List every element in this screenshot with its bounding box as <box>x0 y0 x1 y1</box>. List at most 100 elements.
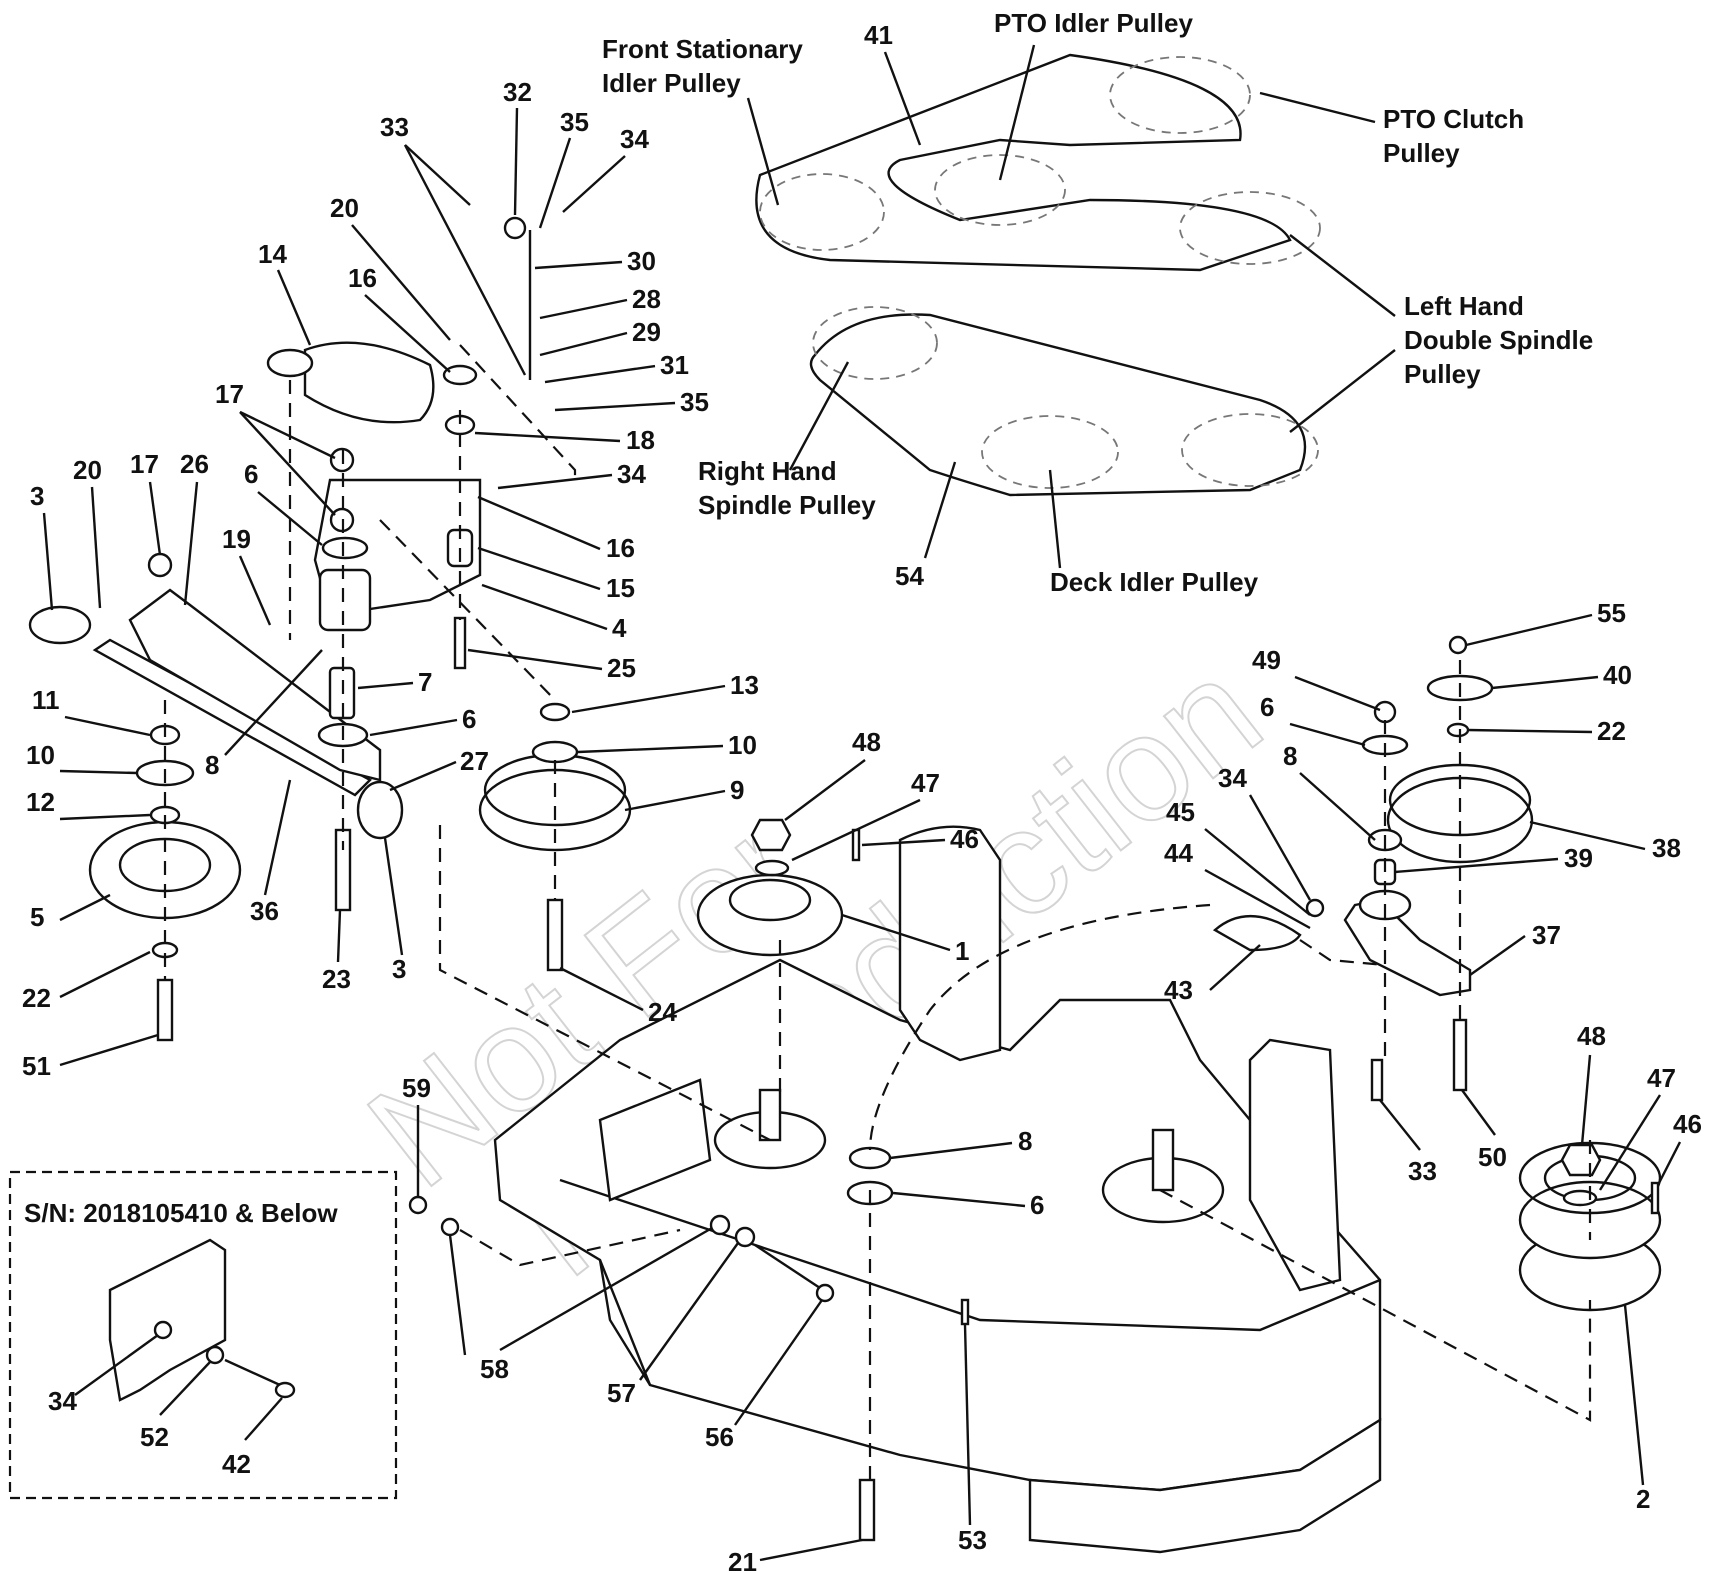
flange-bearing-left <box>28 605 92 645</box>
alignment-lines <box>163 344 1592 1480</box>
spindle-shaft-right <box>758 1088 782 1142</box>
callout-2: 2 <box>1636 1484 1650 1514</box>
key-46 <box>851 828 861 862</box>
belt-labels: Front Stationary Idler Pulley PTO Idler … <box>602 8 1593 597</box>
callout-14: 14 <box>258 239 287 269</box>
callout-49: 49 <box>1252 645 1281 675</box>
inset-nut-34 <box>153 1320 173 1340</box>
eye-bolt-56 <box>754 1243 821 1290</box>
pto-belt-diagram <box>755 53 1321 272</box>
flange-bearing-right <box>356 780 404 840</box>
callout-7: 7 <box>418 667 432 697</box>
label-deck-idler: Deck Idler Pulley <box>1050 567 1259 597</box>
washer-58b <box>709 1214 731 1236</box>
callout-35b: 35 <box>680 387 709 417</box>
washer-22b <box>1446 722 1470 738</box>
left-hand-double-spindle-pulley-lower <box>1181 413 1319 487</box>
bolt-24 <box>546 898 564 972</box>
callout-26: 26 <box>180 449 209 479</box>
callout-51: 51 <box>22 1051 51 1081</box>
callout-56: 56 <box>705 1422 734 1452</box>
rod-end <box>503 216 527 240</box>
callout-8c: 8 <box>1018 1126 1032 1156</box>
bushing-8c <box>848 1146 892 1170</box>
callout-3b: 3 <box>392 954 406 984</box>
callout-34: 34 <box>620 124 649 154</box>
leader-lines <box>42 51 1682 1562</box>
callout-50: 50 <box>1478 1142 1507 1172</box>
idler-arm-assembly <box>28 216 632 1042</box>
callout-17: 17 <box>215 379 244 409</box>
callout-12: 12 <box>26 787 55 817</box>
deck-side-baffle <box>1248 1038 1342 1292</box>
lock-nut-17c <box>147 552 173 578</box>
inset-eye-bolt-42 <box>224 1358 281 1387</box>
inset-callout-42: 42 <box>222 1449 251 1479</box>
callout-28: 28 <box>632 284 661 314</box>
spindle-shaft-left <box>1151 1128 1175 1192</box>
callout-34c: 34 <box>1218 763 1247 793</box>
bolt-21 <box>858 1478 876 1542</box>
callout-55: 55 <box>1597 598 1626 628</box>
pto-clutch-pulley <box>1109 56 1251 134</box>
callout-29: 29 <box>632 317 661 347</box>
washer-47b <box>1562 1189 1598 1207</box>
callout-44: 44 <box>1164 838 1193 868</box>
inset-callout-52: 52 <box>140 1422 169 1452</box>
callout-22b: 22 <box>1597 716 1626 746</box>
callout-47: 47 <box>911 768 940 798</box>
bolt-25 <box>453 616 467 670</box>
callout-54: 54 <box>895 561 924 591</box>
nut-57 <box>734 1226 756 1248</box>
callout-34b: 34 <box>617 459 646 489</box>
label-front-stationary-idler-2: Idler Pulley <box>602 68 741 98</box>
callout-11: 11 <box>32 685 60 715</box>
nut-48 <box>750 818 792 852</box>
washer-6 <box>321 536 369 560</box>
callout-59: 59 <box>402 1073 431 1103</box>
callout-18: 18 <box>626 425 655 455</box>
callout-33: 33 <box>380 112 409 142</box>
callout-8: 8 <box>205 750 219 780</box>
callout-53: 53 <box>958 1525 987 1555</box>
callout-17b: 17 <box>130 449 159 479</box>
label-front-stationary-idler-1: Front Stationary <box>602 34 803 64</box>
callout-25: 25 <box>607 653 636 683</box>
washer-16 <box>442 364 478 386</box>
idler-arm-37 <box>1343 898 1472 997</box>
callout-1: 1 <box>955 936 969 966</box>
label-rh-spindle-2: Spindle Pulley <box>698 490 876 520</box>
spindle-pulley-1-group <box>696 818 861 957</box>
center-fasteners <box>408 1146 970 1542</box>
deck-idler-pulley <box>981 415 1119 489</box>
callout-6d: 6 <box>1030 1190 1044 1220</box>
callout-57: 57 <box>607 1378 636 1408</box>
deck-baffle <box>898 825 1002 1062</box>
callout-46: 46 <box>950 824 979 854</box>
callout-numbers: 41 54 33 32 35 34 20 14 16 30 28 29 31 3… <box>22 20 1702 1573</box>
callout-47b: 47 <box>1647 1063 1676 1093</box>
callout-20: 20 <box>330 193 359 223</box>
pivot-bushing <box>318 568 372 632</box>
callout-35: 35 <box>560 107 589 137</box>
bolt-50 <box>1452 1018 1468 1092</box>
inset-callout-34: 34 <box>48 1386 77 1416</box>
label-pto-clutch-1: PTO Clutch <box>1383 104 1524 134</box>
pin-53 <box>960 1298 970 1326</box>
washer-10b <box>531 740 579 764</box>
callout-21: 21 <box>728 1547 757 1573</box>
callout-43: 43 <box>1164 975 1193 1005</box>
callout-33b: 33 <box>1408 1156 1437 1186</box>
callout-8b: 8 <box>1283 741 1297 771</box>
callout-13: 13 <box>730 670 759 700</box>
label-lh-double-spindle-1: Left Hand <box>1404 291 1524 321</box>
callout-16: 16 <box>348 263 377 293</box>
callout-31: 31 <box>660 350 689 380</box>
pivot-tube <box>92 638 372 797</box>
left-hand-double-spindle-pulley-upper <box>1179 191 1321 265</box>
callout-37: 37 <box>1532 920 1561 950</box>
spindle-pulley-1 <box>696 873 844 957</box>
callout-24: 24 <box>648 997 677 1027</box>
callout-46b: 46 <box>1673 1109 1702 1139</box>
